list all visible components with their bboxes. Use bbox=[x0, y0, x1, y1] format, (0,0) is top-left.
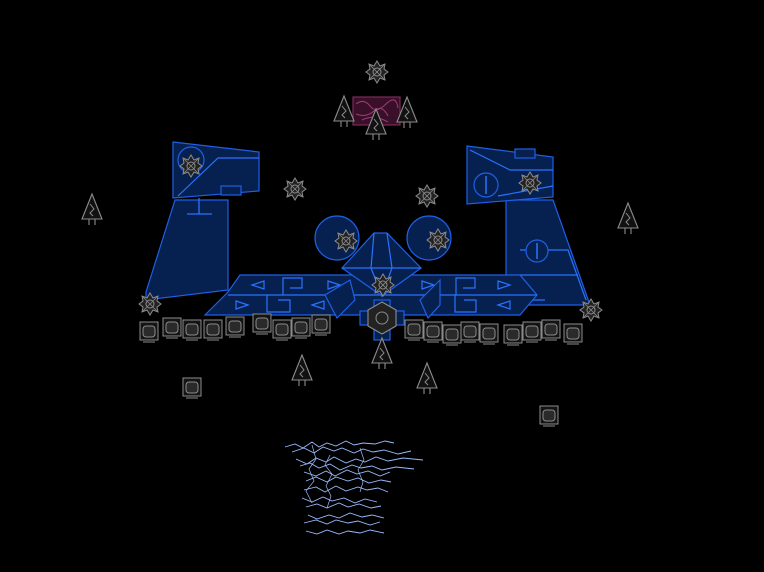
hazard-zone-icon[interactable] bbox=[352, 96, 401, 126]
player-fortress[interactable] bbox=[145, 141, 591, 341]
debris-trail-icon bbox=[284, 440, 424, 535]
crate-icon[interactable] bbox=[139, 313, 583, 427]
right-turret[interactable] bbox=[466, 145, 554, 205]
left-tower-wall bbox=[145, 199, 229, 301]
core-hub-icon[interactable] bbox=[367, 301, 397, 335]
deck-arrows bbox=[235, 280, 512, 310]
